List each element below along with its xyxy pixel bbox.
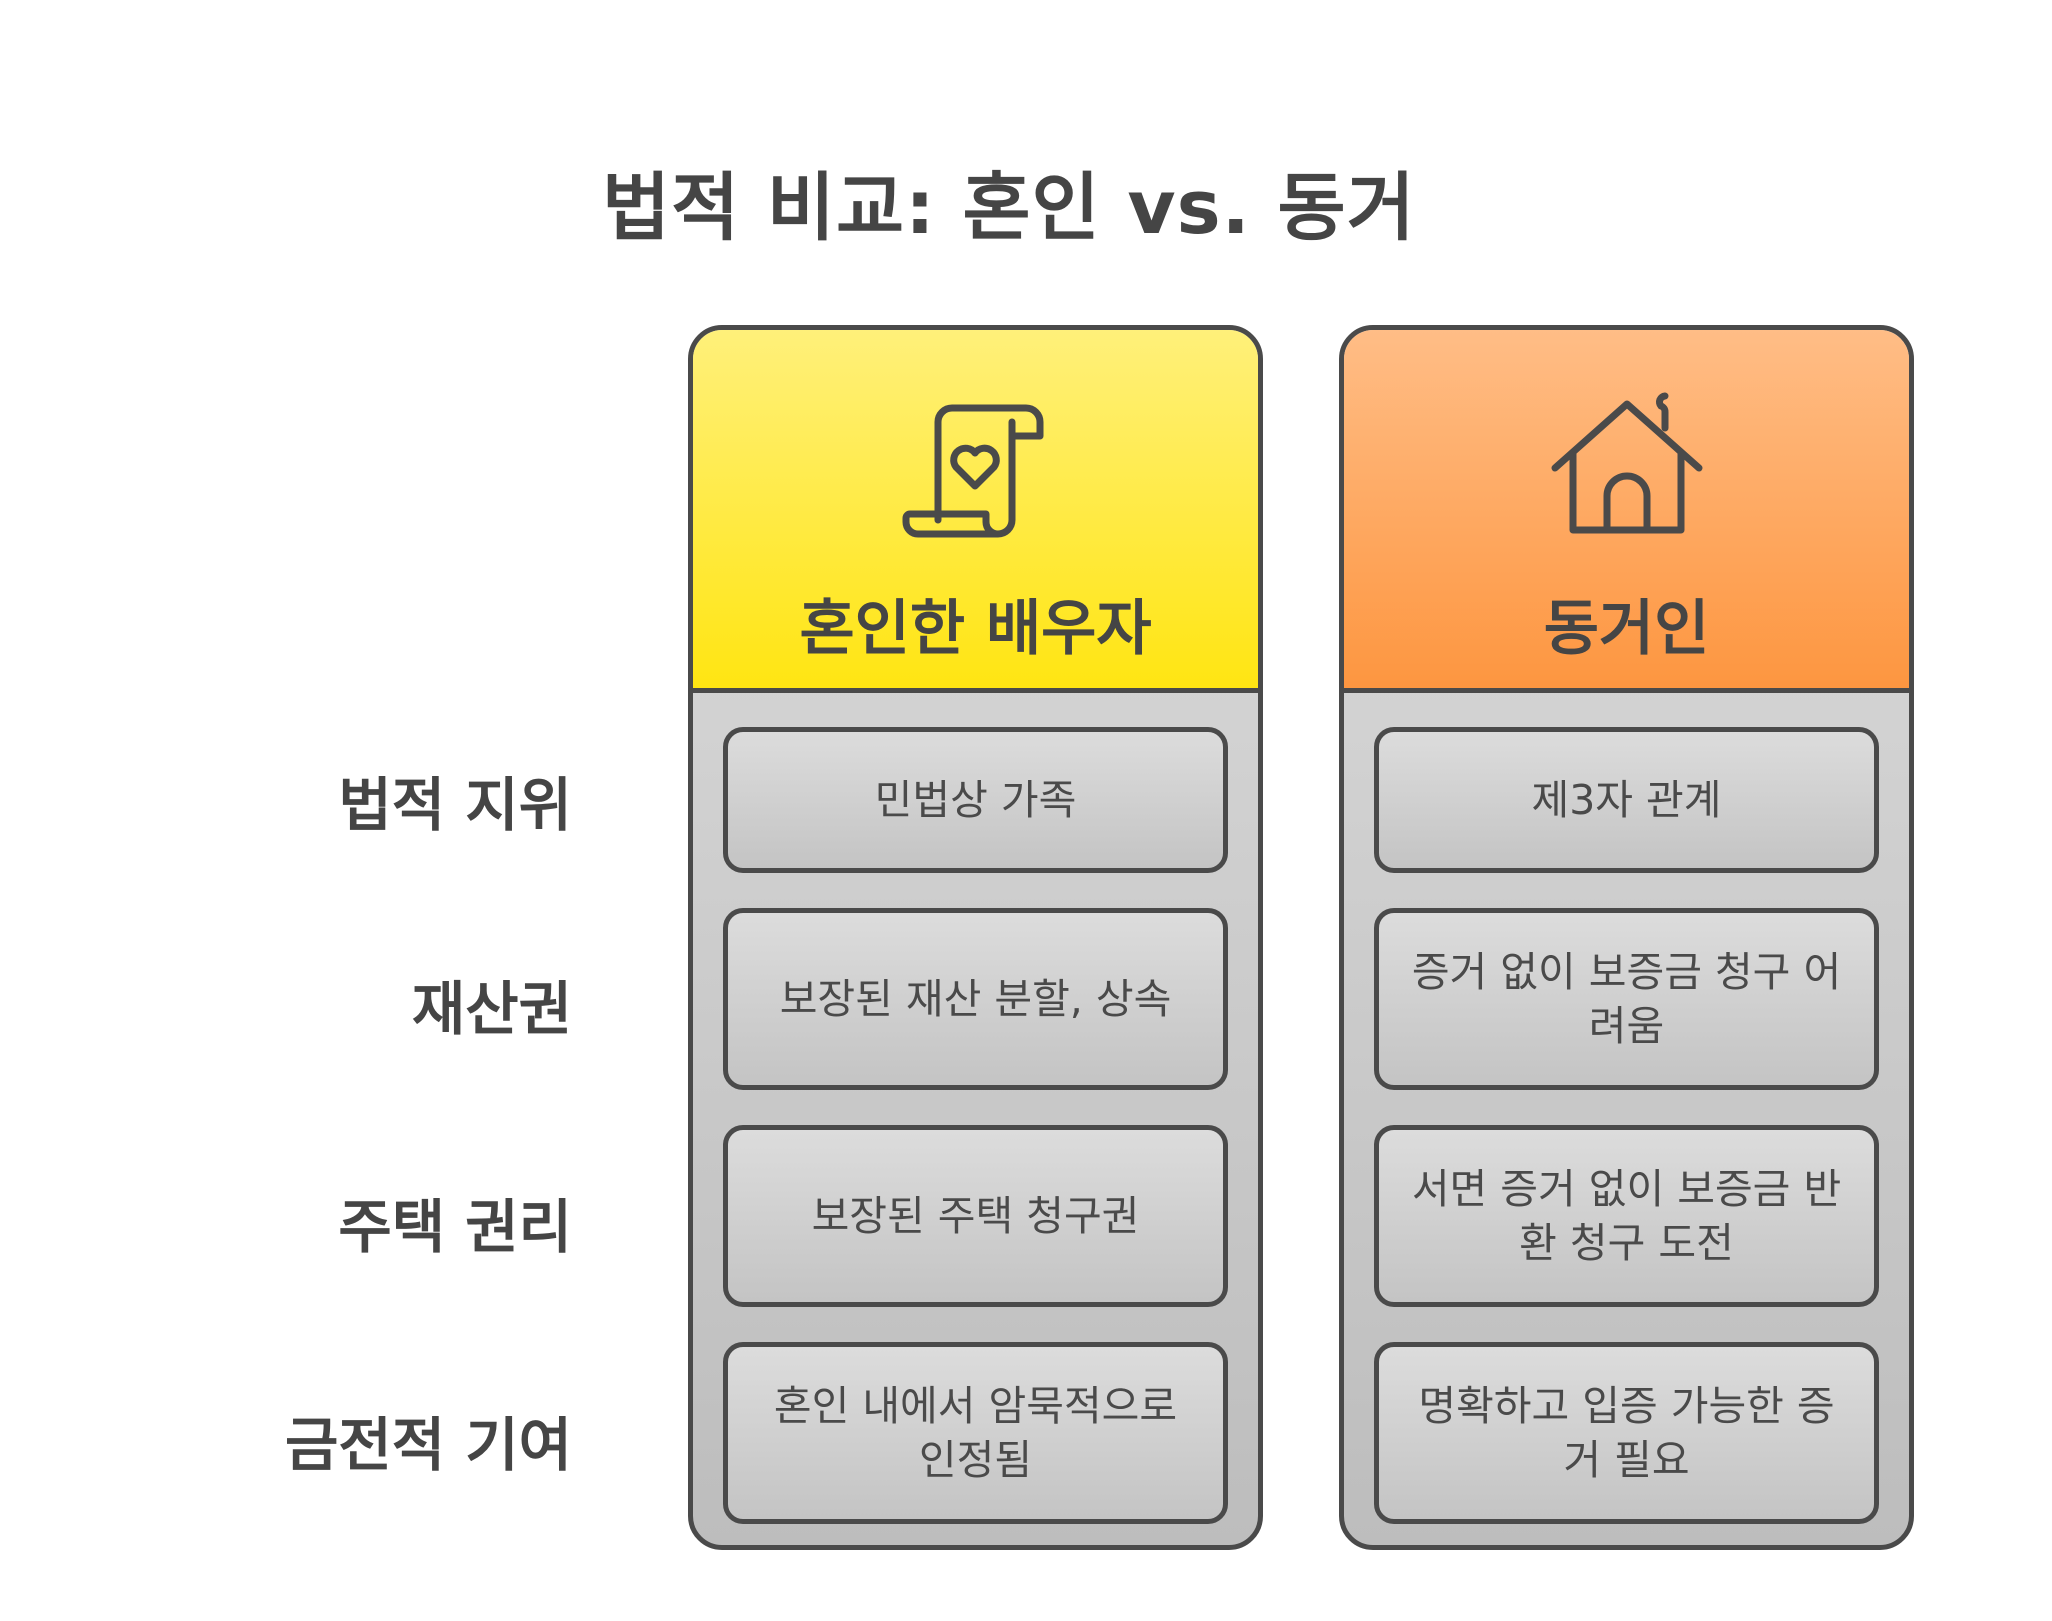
cell-cohab-property-rights: 증거 없이 보증금 청구 어려움 (1374, 908, 1879, 1090)
cell-text: 명확하고 입증 가능한 증거 필요 (1418, 1382, 1835, 1484)
row-label-property-rights: 재산권 (411, 975, 572, 1043)
cell-text: 제3자 관계 (1531, 776, 1722, 824)
column-header-married: 혼인한 배우자 (693, 330, 1258, 693)
marriage-certificate-scroll-icon (902, 404, 1043, 538)
cell-married-housing-rights: 보장된 주택 청구권 (723, 1125, 1228, 1307)
column-cohabitant: 동거인 제3자 관계 증거 없이 보증금 청구 어려움 서면 증거 없이 보증금… (1339, 325, 1914, 1550)
cell-cohab-housing-rights: 서면 증거 없이 보증금 반환 청구 도전 (1374, 1125, 1879, 1307)
row-label-housing-rights: 주택 권리 (338, 1193, 572, 1261)
column-title-cohabitant: 동거인 (1543, 594, 1710, 664)
cell-cohab-financial-contribution: 명확하고 입증 가능한 증거 필요 (1374, 1342, 1879, 1524)
cell-text: 민법상 가족 (874, 776, 1077, 824)
row-label-legal-status: 법적 지위 (338, 771, 572, 839)
cell-text: 혼인 내에서 암묵적으로 인정됨 (773, 1382, 1178, 1484)
cell-text: 증거 없이 보증금 청구 어려움 (1411, 948, 1842, 1050)
cell-text: 보장된 재산 분할, 상속 (779, 975, 1172, 1023)
cell-text: 서면 증거 없이 보증금 반환 청구 도전 (1411, 1165, 1842, 1267)
cell-text: 보장된 주택 청구권 (811, 1192, 1140, 1240)
column-married-spouse: 혼인한 배우자 민법상 가족 보장된 재산 분할, 상속 보장된 주택 청구권 … (688, 325, 1263, 1550)
column-title-married: 혼인한 배우자 (799, 594, 1152, 664)
column-header-cohabitant: 동거인 (1344, 330, 1909, 693)
cell-married-legal-status: 민법상 가족 (723, 727, 1228, 873)
cell-cohab-legal-status: 제3자 관계 (1374, 727, 1879, 873)
house-icon (1551, 392, 1702, 534)
page-title: 법적 비교: 혼인 vs. 동거 (602, 165, 1416, 251)
row-label-financial-contribution: 금전적 기여 (285, 1411, 572, 1479)
cell-married-financial-contribution: 혼인 내에서 암묵적으로 인정됨 (723, 1342, 1228, 1524)
cell-married-property-rights: 보장된 재산 분할, 상속 (723, 908, 1228, 1090)
